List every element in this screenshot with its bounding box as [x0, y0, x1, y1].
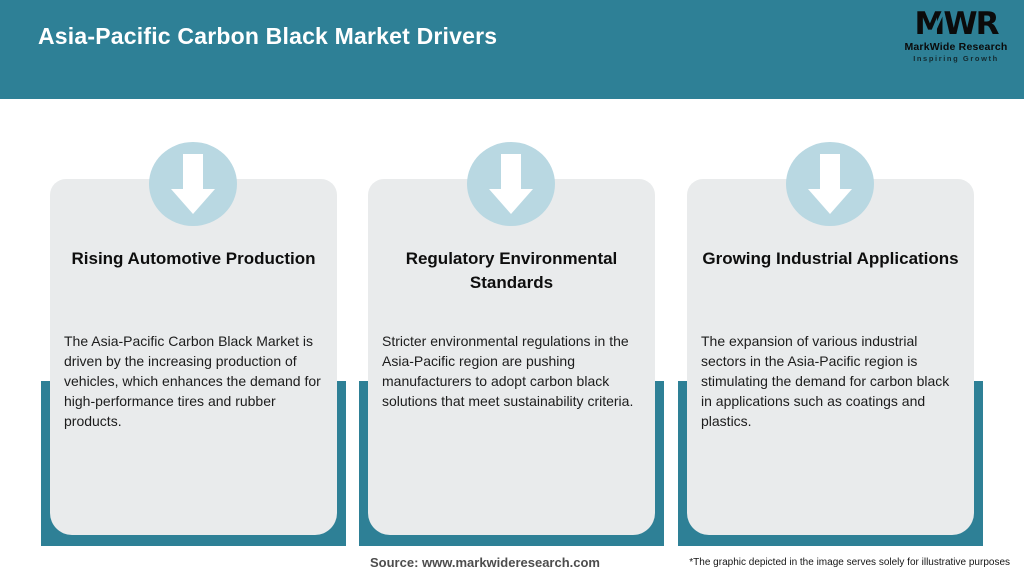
markwide-logo: MWR MarkWide Research Inspiring Growth	[900, 8, 1012, 63]
card-title: Regulatory Environmental Standards	[405, 249, 618, 292]
card-description: The Asia-Pacific Carbon Black Market is …	[64, 333, 321, 429]
header-bar: Asia-Pacific Carbon Black Market Drivers…	[0, 0, 1024, 99]
down-arrow-icon	[171, 154, 215, 214]
down-arrow-badge	[467, 142, 555, 226]
driver-card-regulatory-environmental-standards: Regulatory Environmental Standards Stric…	[368, 179, 655, 535]
logo-tagline: Inspiring Growth	[913, 54, 999, 63]
down-arrow-icon	[808, 154, 852, 214]
card-description: Stricter environmental regulations in th…	[382, 333, 634, 409]
down-arrow-icon	[489, 154, 533, 214]
source-text: Source: www.markwideresearch.com	[369, 555, 601, 570]
page-title: Asia-Pacific Carbon Black Market Drivers	[38, 23, 498, 49]
disclaimer-text: *The graphic depicted in the image serve…	[689, 557, 1010, 568]
card-title: Growing Industrial Applications	[702, 249, 959, 268]
logo-monogram-text: MWR	[914, 6, 1000, 42]
driver-card-rising-automotive-production: Rising Automotive Production The Asia-Pa…	[50, 179, 337, 535]
logo-monogram: MWR	[900, 8, 1012, 40]
logo-company-name: MarkWide Research	[904, 41, 1008, 53]
down-arrow-badge	[786, 142, 874, 226]
driver-card-growing-industrial-applications: Growing Industrial Applications The expa…	[687, 179, 974, 535]
card-title: Rising Automotive Production	[71, 249, 316, 268]
card-description: The expansion of various industrial sect…	[701, 333, 950, 429]
down-arrow-badge	[149, 142, 237, 226]
